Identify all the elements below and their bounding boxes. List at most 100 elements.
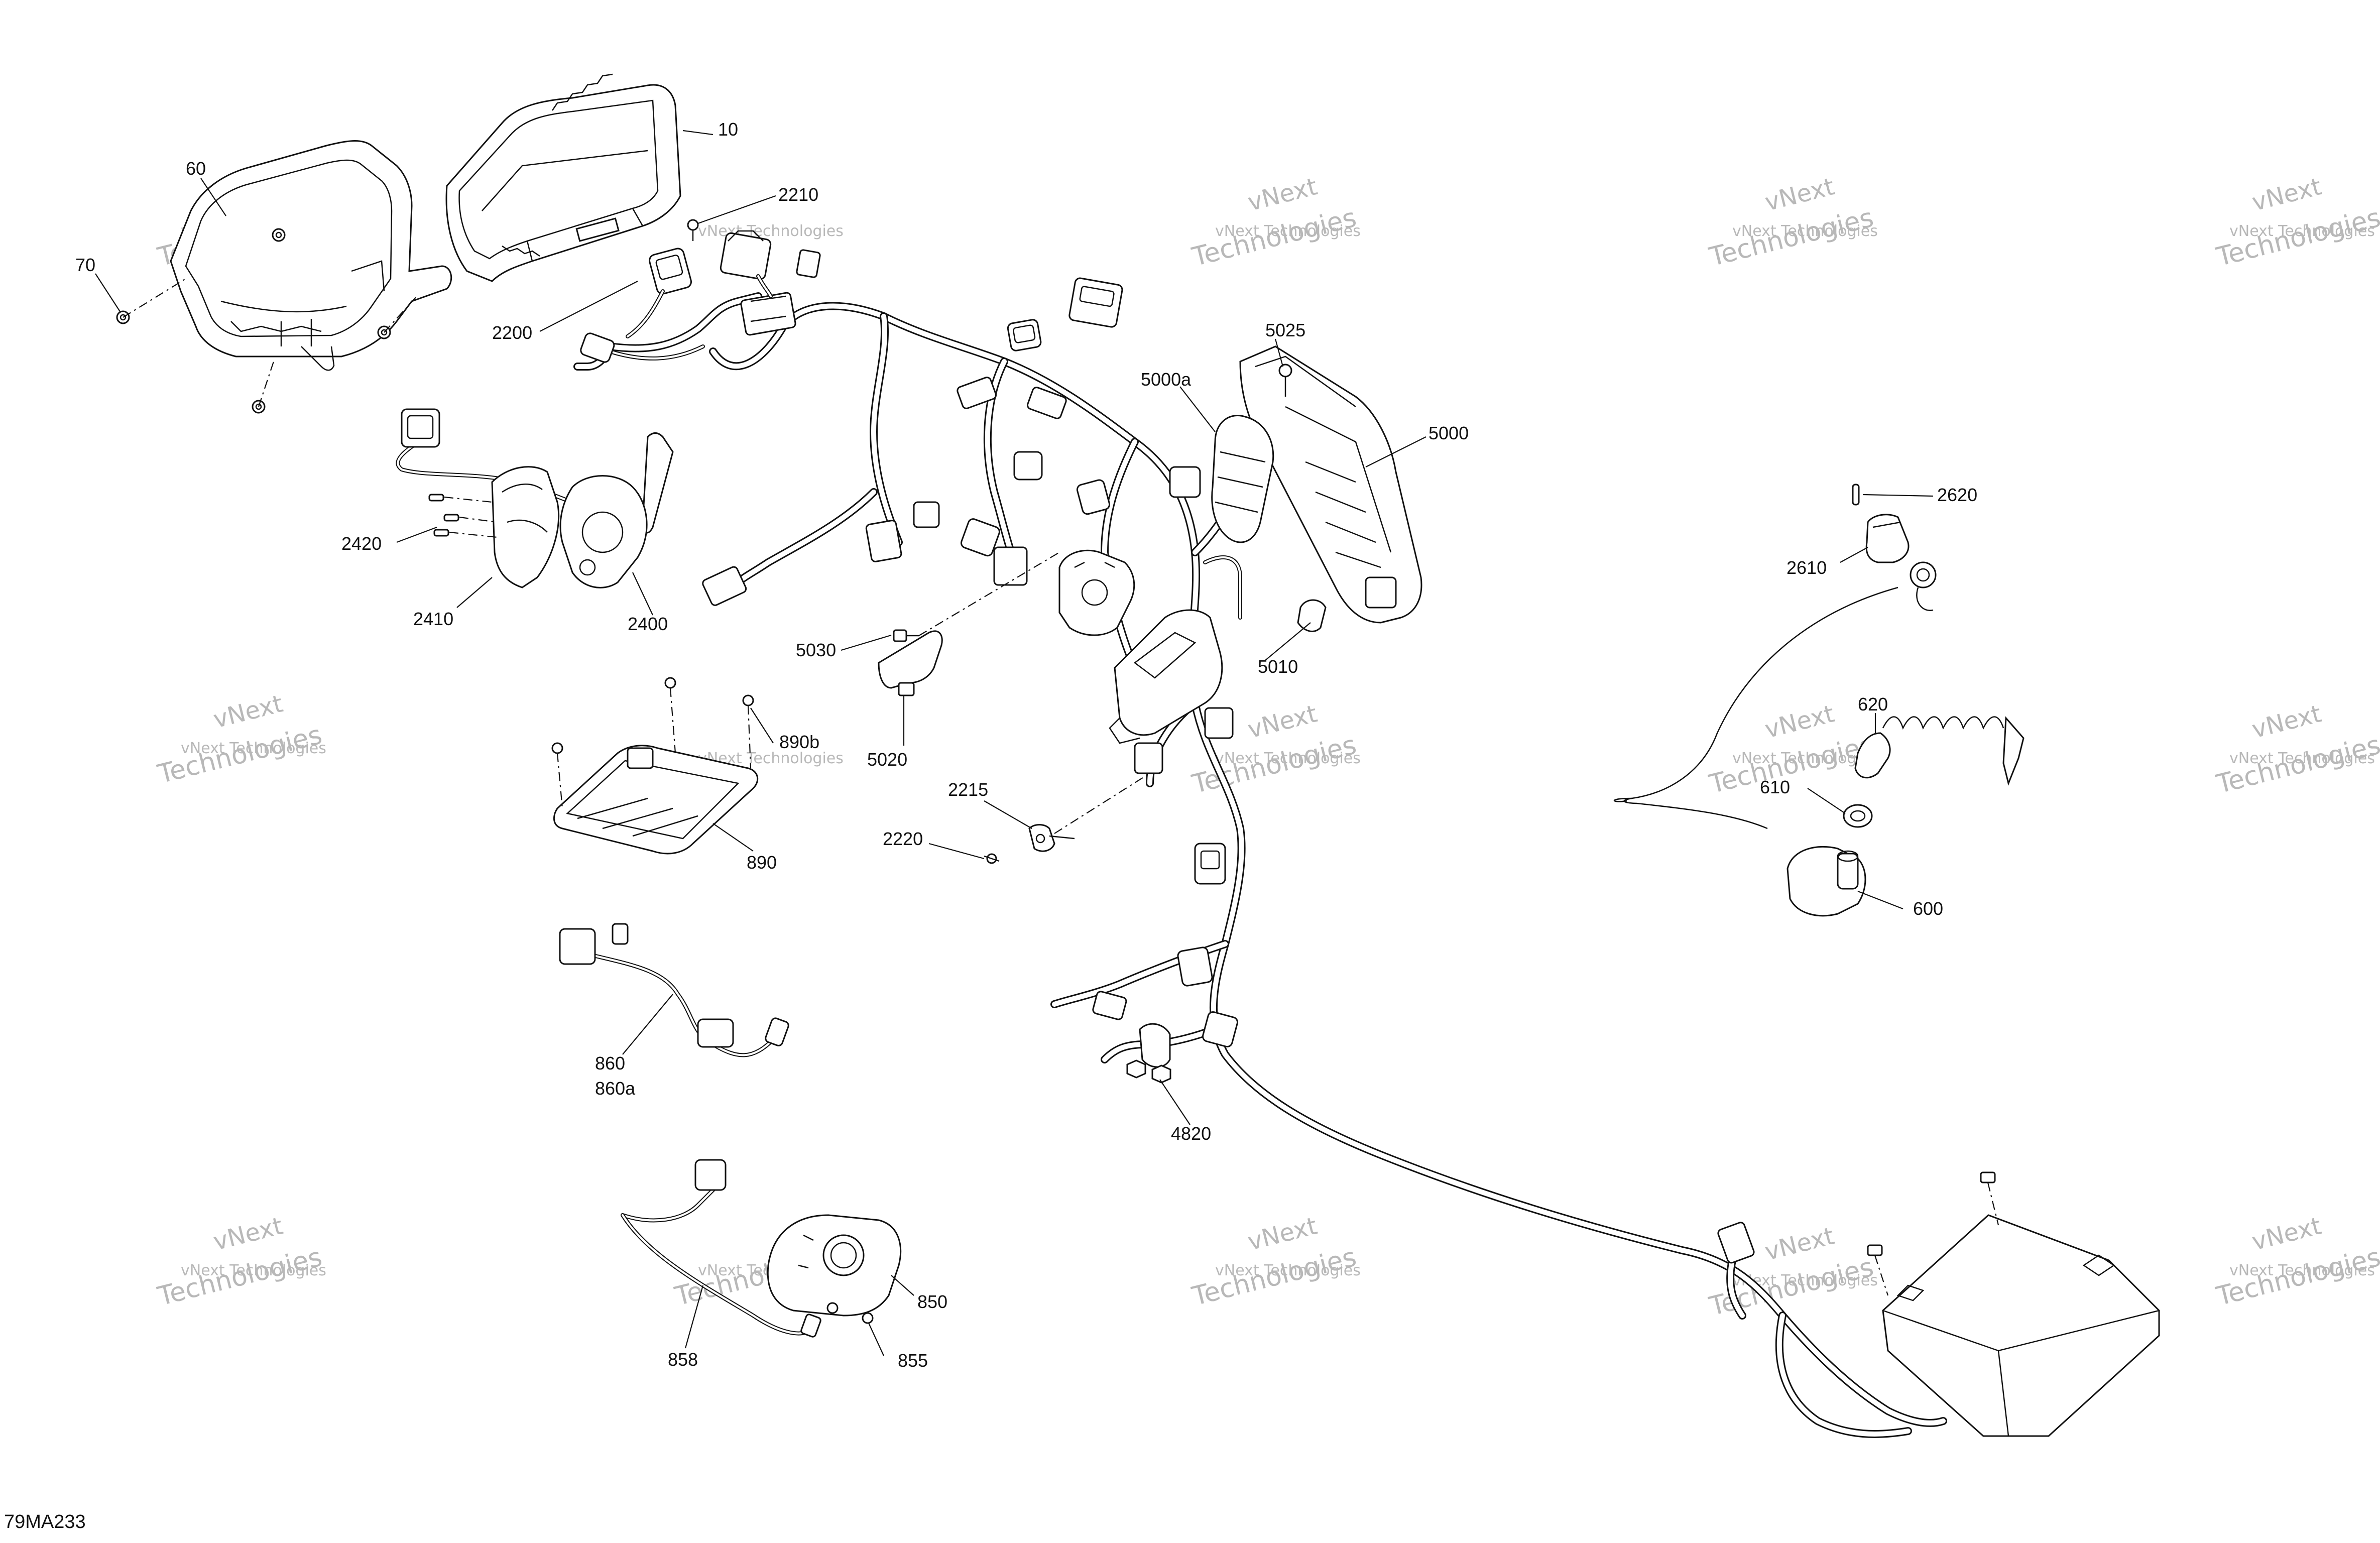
lanyard-cord-620 bbox=[1613, 586, 2025, 829]
label-2220: 2220 bbox=[883, 828, 923, 849]
connector-mid-6 bbox=[865, 520, 902, 562]
label-2400: 2400 bbox=[628, 614, 668, 634]
watermark: vNext Technologies vNext Technologies bbox=[155, 1212, 326, 1312]
label-2610: 2610 bbox=[1787, 557, 1827, 578]
relay-box bbox=[1058, 549, 1135, 636]
nut-855-1 bbox=[826, 1302, 839, 1314]
screw-2210 bbox=[687, 219, 699, 241]
switch-2610 bbox=[1865, 514, 1937, 612]
watermark: vNext Technologies vNext Technologies bbox=[1706, 172, 1878, 272]
svg-text:Technologies: Technologies bbox=[1189, 203, 1360, 273]
fastener-70-top bbox=[272, 228, 286, 242]
nut-4820-right bbox=[1151, 1064, 1171, 1084]
label-858: 858 bbox=[668, 1349, 698, 1370]
watermark: vNext Technologies vNext Technologies bbox=[2213, 699, 2380, 799]
connector-top-1 bbox=[1007, 319, 1042, 351]
watermark: vNext Technologies vNext Technologies bbox=[1189, 1212, 1361, 1312]
label-2200: 2200 bbox=[492, 322, 532, 343]
bezel-support-60 bbox=[170, 140, 452, 371]
svg-text:vNext Technologies: vNext Technologies bbox=[1215, 222, 1361, 240]
sensor-harness-860 bbox=[559, 923, 789, 1057]
battery bbox=[1867, 1171, 2160, 1437]
label-610: 610 bbox=[1760, 777, 1790, 797]
label-2420: 2420 bbox=[341, 533, 382, 554]
svg-text:vNext Technologies: vNext Technologies bbox=[2229, 750, 2375, 767]
svg-text:vNext Technologies: vNext Technologies bbox=[1732, 750, 1878, 767]
label-860: 860 bbox=[595, 1053, 625, 1074]
nut-890b-1 bbox=[551, 742, 563, 754]
svg-text:Technologies: Technologies bbox=[1706, 203, 1877, 273]
svg-text:vNext: vNext bbox=[210, 1212, 286, 1256]
svg-text:vNext Technologies: vNext Technologies bbox=[1215, 1262, 1361, 1279]
svg-text:vNext Technologies: vNext Technologies bbox=[698, 222, 844, 240]
svg-text:Technologies: Technologies bbox=[155, 720, 325, 790]
label-5000a: 5000a bbox=[1141, 369, 1192, 390]
bolt-5025 bbox=[1278, 364, 1292, 397]
svg-text:vNext Technologies: vNext Technologies bbox=[1215, 750, 1361, 767]
sensor-2215 bbox=[1028, 824, 1075, 852]
nut-4820-left bbox=[1126, 1059, 1146, 1079]
svg-text:vNext: vNext bbox=[2249, 699, 2324, 744]
label-5030: 5030 bbox=[796, 640, 836, 660]
svg-text:Technologies: Technologies bbox=[2213, 1242, 2380, 1312]
label-2620: 2620 bbox=[1937, 485, 1977, 505]
connector-mid-7 bbox=[960, 518, 1000, 557]
label-890: 890 bbox=[747, 852, 777, 873]
svg-text:vNext Technologies: vNext Technologies bbox=[1732, 222, 1878, 240]
watermark: vNext Technologies bbox=[698, 222, 844, 240]
connector-lower-3 bbox=[1092, 991, 1127, 1020]
connector-mid-2 bbox=[1026, 387, 1067, 419]
svg-text:vNext: vNext bbox=[2249, 1212, 2324, 1256]
switch-panel-850 bbox=[767, 1214, 902, 1317]
watermark-group: vNext Technologies vNext Technologies vN… bbox=[155, 172, 2380, 1322]
label-5025: 5025 bbox=[1265, 320, 1305, 340]
connector-lower-2 bbox=[1177, 946, 1213, 987]
fuse-box bbox=[1109, 609, 1223, 744]
label-10: 10 bbox=[718, 119, 738, 140]
label-5010: 5010 bbox=[1258, 656, 1298, 677]
watermark: vNext Technologies vNext Technologies bbox=[1706, 699, 1878, 799]
label-4820: 4820 bbox=[1171, 1123, 1211, 1144]
svg-text:vNext: vNext bbox=[2249, 172, 2324, 216]
label-2210: 2210 bbox=[778, 184, 818, 205]
label-620: 620 bbox=[1858, 694, 1888, 715]
svg-text:Technologies: Technologies bbox=[1706, 730, 1877, 800]
ecm-5000 bbox=[1239, 345, 1422, 624]
connector-lower-4 bbox=[1202, 1011, 1238, 1047]
switch-housing-2410 bbox=[491, 466, 560, 588]
connector-left-2 bbox=[702, 566, 747, 606]
svg-text:vNext: vNext bbox=[1762, 1222, 1837, 1266]
watermark: vNext Technologies vNext Technologies bbox=[2213, 1212, 2380, 1312]
label-860a: 860a bbox=[595, 1078, 636, 1099]
nut-890b-3 bbox=[742, 694, 754, 706]
label-5000: 5000 bbox=[1429, 423, 1469, 443]
svg-text:vNext: vNext bbox=[1762, 172, 1837, 216]
pin-2620 bbox=[1852, 484, 1860, 506]
watermark: vNext Technologies vNext Technologies bbox=[2213, 172, 2380, 272]
switch-housing-2400 bbox=[559, 475, 648, 588]
svg-text:vNext: vNext bbox=[1245, 699, 1320, 744]
label-600: 600 bbox=[1913, 898, 1943, 919]
switch-top bbox=[1068, 277, 1123, 328]
bracket-5020 bbox=[878, 630, 943, 696]
key-switch-600 bbox=[1787, 846, 1866, 917]
cover-plate-890 bbox=[553, 745, 759, 855]
connector-mid-8 bbox=[913, 501, 940, 528]
nut-890b-2 bbox=[664, 677, 676, 689]
svg-text:vNext: vNext bbox=[1245, 1212, 1320, 1256]
harness-858 bbox=[621, 1159, 821, 1338]
label-60: 60 bbox=[186, 158, 206, 179]
ring-610 bbox=[1843, 804, 1873, 828]
svg-text:vNext Technologies: vNext Technologies bbox=[181, 740, 326, 757]
ground-ring-lower bbox=[1139, 1023, 1171, 1068]
main-wiring-harness bbox=[606, 292, 1947, 1438]
svg-text:vNext: vNext bbox=[1762, 699, 1837, 744]
nut-855-2 bbox=[862, 1312, 874, 1324]
label-70: 70 bbox=[75, 255, 95, 275]
drawing-code: 79MA233 bbox=[4, 1511, 86, 1532]
label-2215: 2215 bbox=[948, 779, 988, 800]
screws-2420 bbox=[428, 494, 459, 537]
label-890b: 890b bbox=[779, 732, 819, 752]
watermark: vNext Technologies vNext Technologies bbox=[155, 689, 326, 789]
